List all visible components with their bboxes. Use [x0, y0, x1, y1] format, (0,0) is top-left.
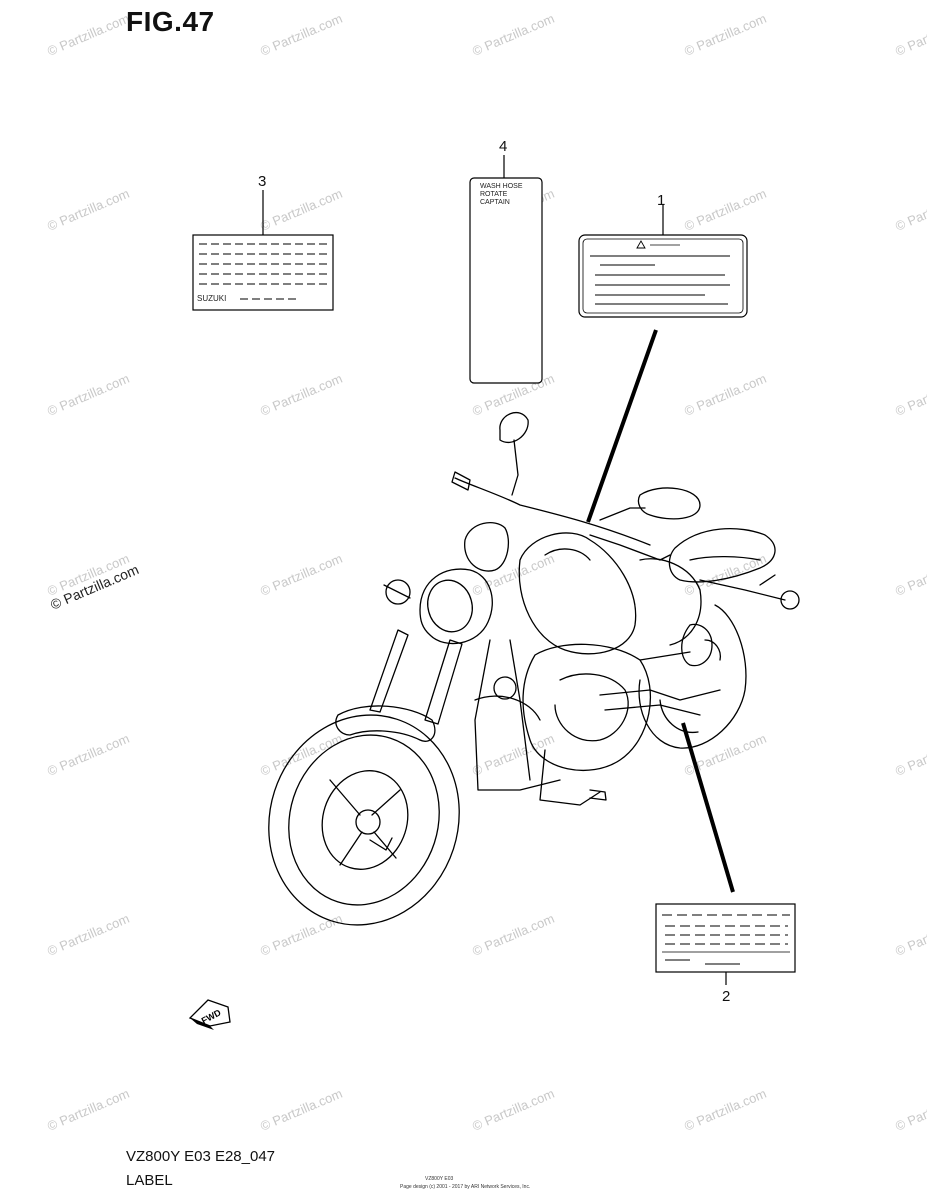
label-3-brand: SUZUKI [197, 294, 226, 303]
model-code: VZ800Y E03 E28_047 [126, 1148, 276, 1165]
label-4-line-1: WASH HOSE [480, 183, 523, 190]
callout-4: 4 [499, 138, 508, 155]
label-4-line-2: ROTATE [480, 191, 508, 198]
label-4-sticker: WASH HOSE ROTATE CAPTAIN [469, 155, 543, 384]
label-4-line-3: CAPTAIN [480, 199, 510, 206]
callout-2: 2 [722, 988, 731, 1005]
section-label: LABEL [126, 1172, 173, 1189]
warning-triangle-icon [636, 240, 646, 249]
fwd-arrow-icon: FWD [188, 999, 231, 1030]
label-1-sticker [578, 205, 748, 523]
motorcycle-illustration [268, 411, 800, 926]
callout-3: 3 [258, 173, 267, 190]
small-code: VZ800Y E03 [425, 1176, 454, 1182]
label-2-sticker [655, 722, 796, 985]
label-3-sticker: SUZUKI [192, 190, 334, 311]
figure-title: FIG.47 [126, 6, 215, 37]
callout-1: 1 [657, 192, 666, 209]
small-credit: Page design (c) 2001 - 2017 by ARI Netwo… [400, 1184, 531, 1190]
